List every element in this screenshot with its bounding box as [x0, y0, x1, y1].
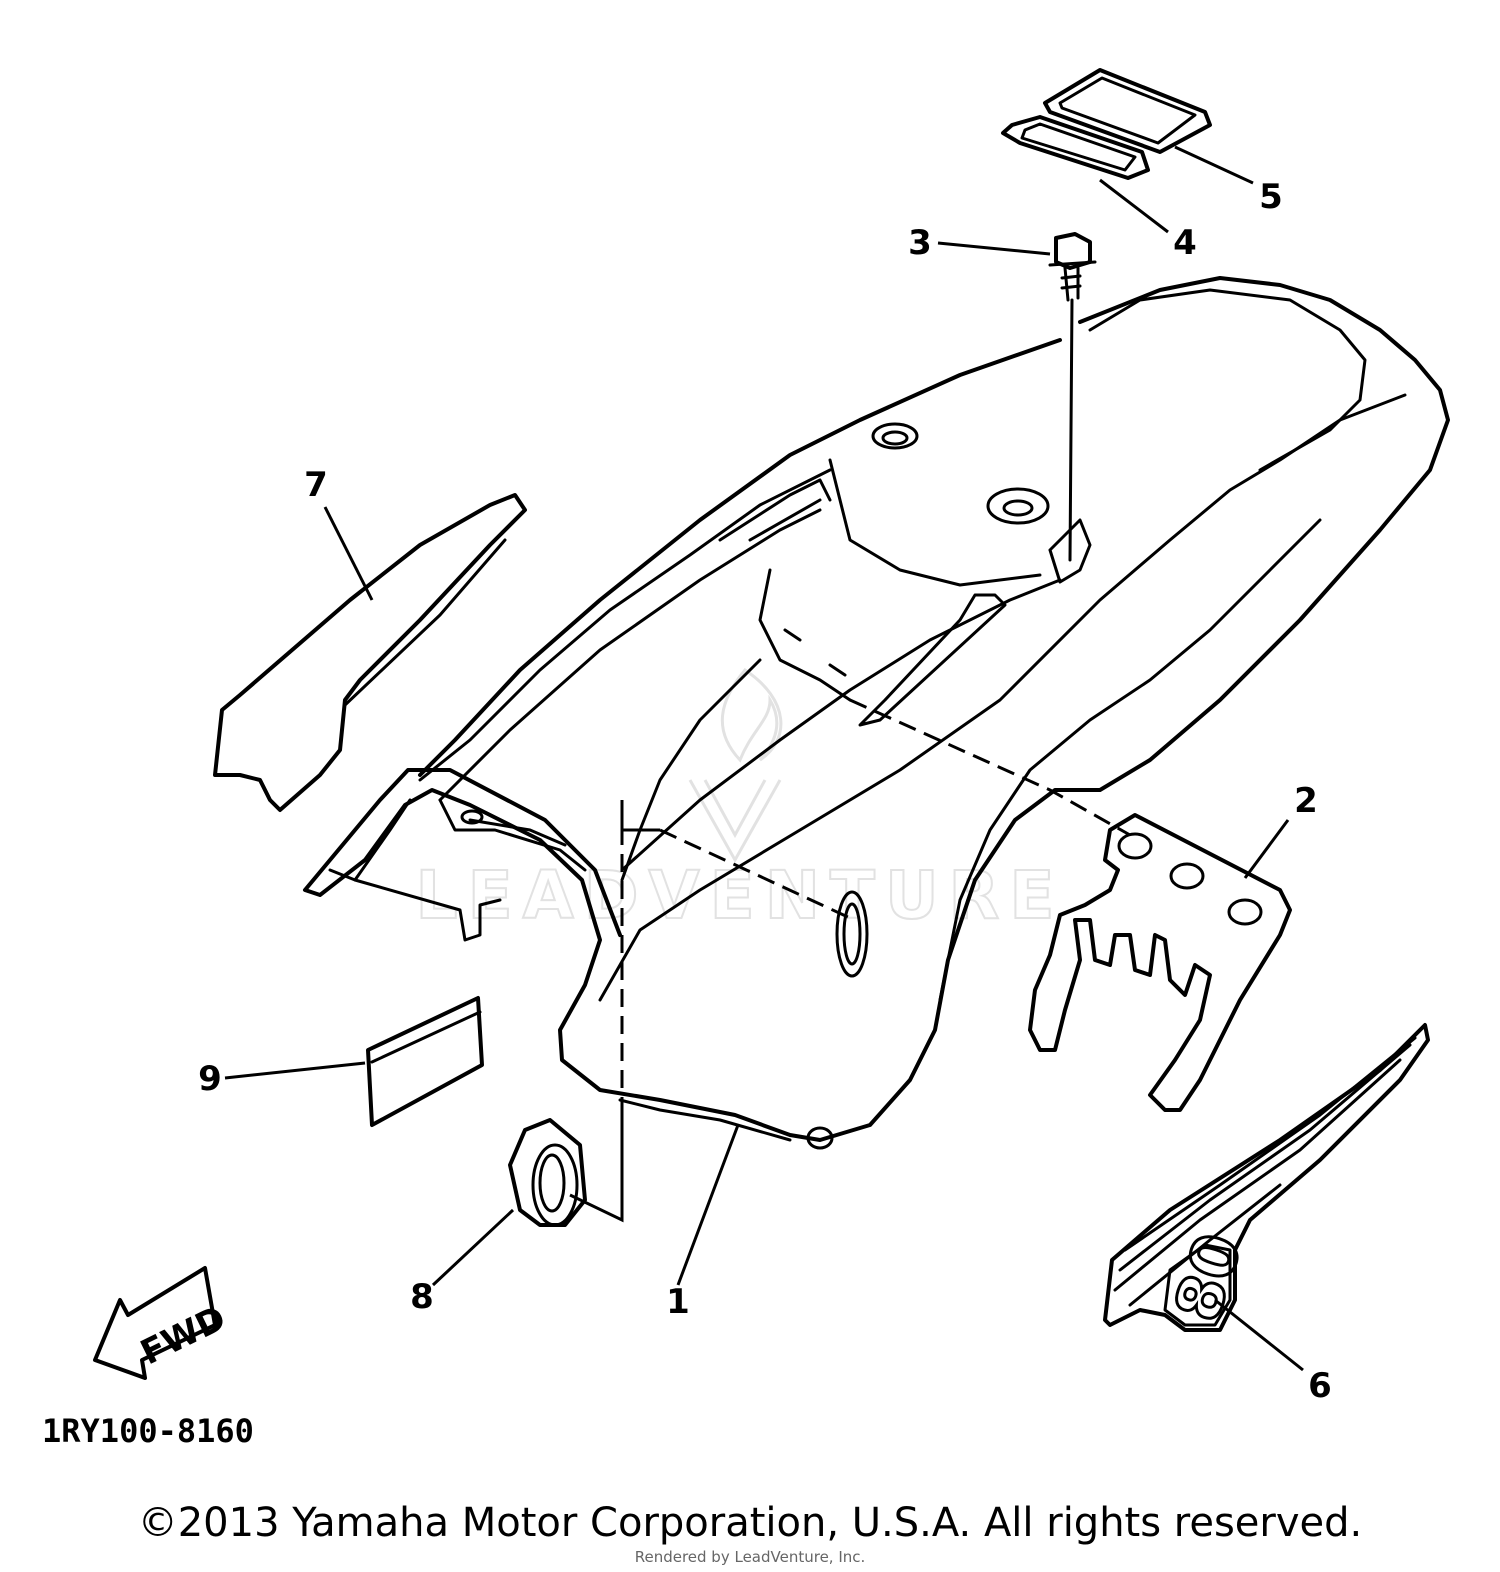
watermark-v-icon [688, 779, 782, 864]
watermark-logo-icon [720, 668, 783, 763]
rendered-by-note: Rendered by LeadVenture, Inc. [634, 1548, 866, 1566]
callout-leaders [224, 145, 1304, 1372]
bracket-part-2 [1028, 813, 1292, 1112]
fwd-arrow: FWD [93, 1266, 232, 1380]
grommet-part-8 [508, 1118, 587, 1227]
fwd-label: FWD [135, 1298, 232, 1373]
callout-6: 6 [1308, 1366, 1332, 1406]
callout-3: 3 [908, 223, 932, 263]
decal-part-6: 80 [1103, 1023, 1430, 1332]
callout-2: 2 [1294, 781, 1318, 821]
callout-5: 5 [1259, 177, 1283, 217]
callout-4: 4 [1173, 223, 1197, 263]
callout-numbers: 1 2 3 4 5 6 7 8 9 [198, 177, 1332, 1406]
side-decal-part-7 [213, 493, 527, 812]
assembly-lines [569, 698, 1131, 1223]
label-part-5 [1043, 68, 1212, 154]
reflector-part-4 [1001, 115, 1150, 180]
copyright-notice: ©2013 Yamaha Motor Corporation, U.S.A. A… [137, 1500, 1363, 1546]
callout-8: 8 [410, 1277, 434, 1317]
rear-fender-part-1 [303, 276, 1450, 1150]
label-part-9 [366, 996, 484, 1127]
fwd-arrow-icon [93, 1266, 217, 1380]
bolt-part-3 [1048, 232, 1097, 562]
diagram-code: 1RY100-8160 [42, 1412, 254, 1450]
callout-9: 9 [198, 1059, 222, 1099]
callout-1: 1 [666, 1282, 690, 1322]
callout-7: 7 [304, 465, 328, 505]
